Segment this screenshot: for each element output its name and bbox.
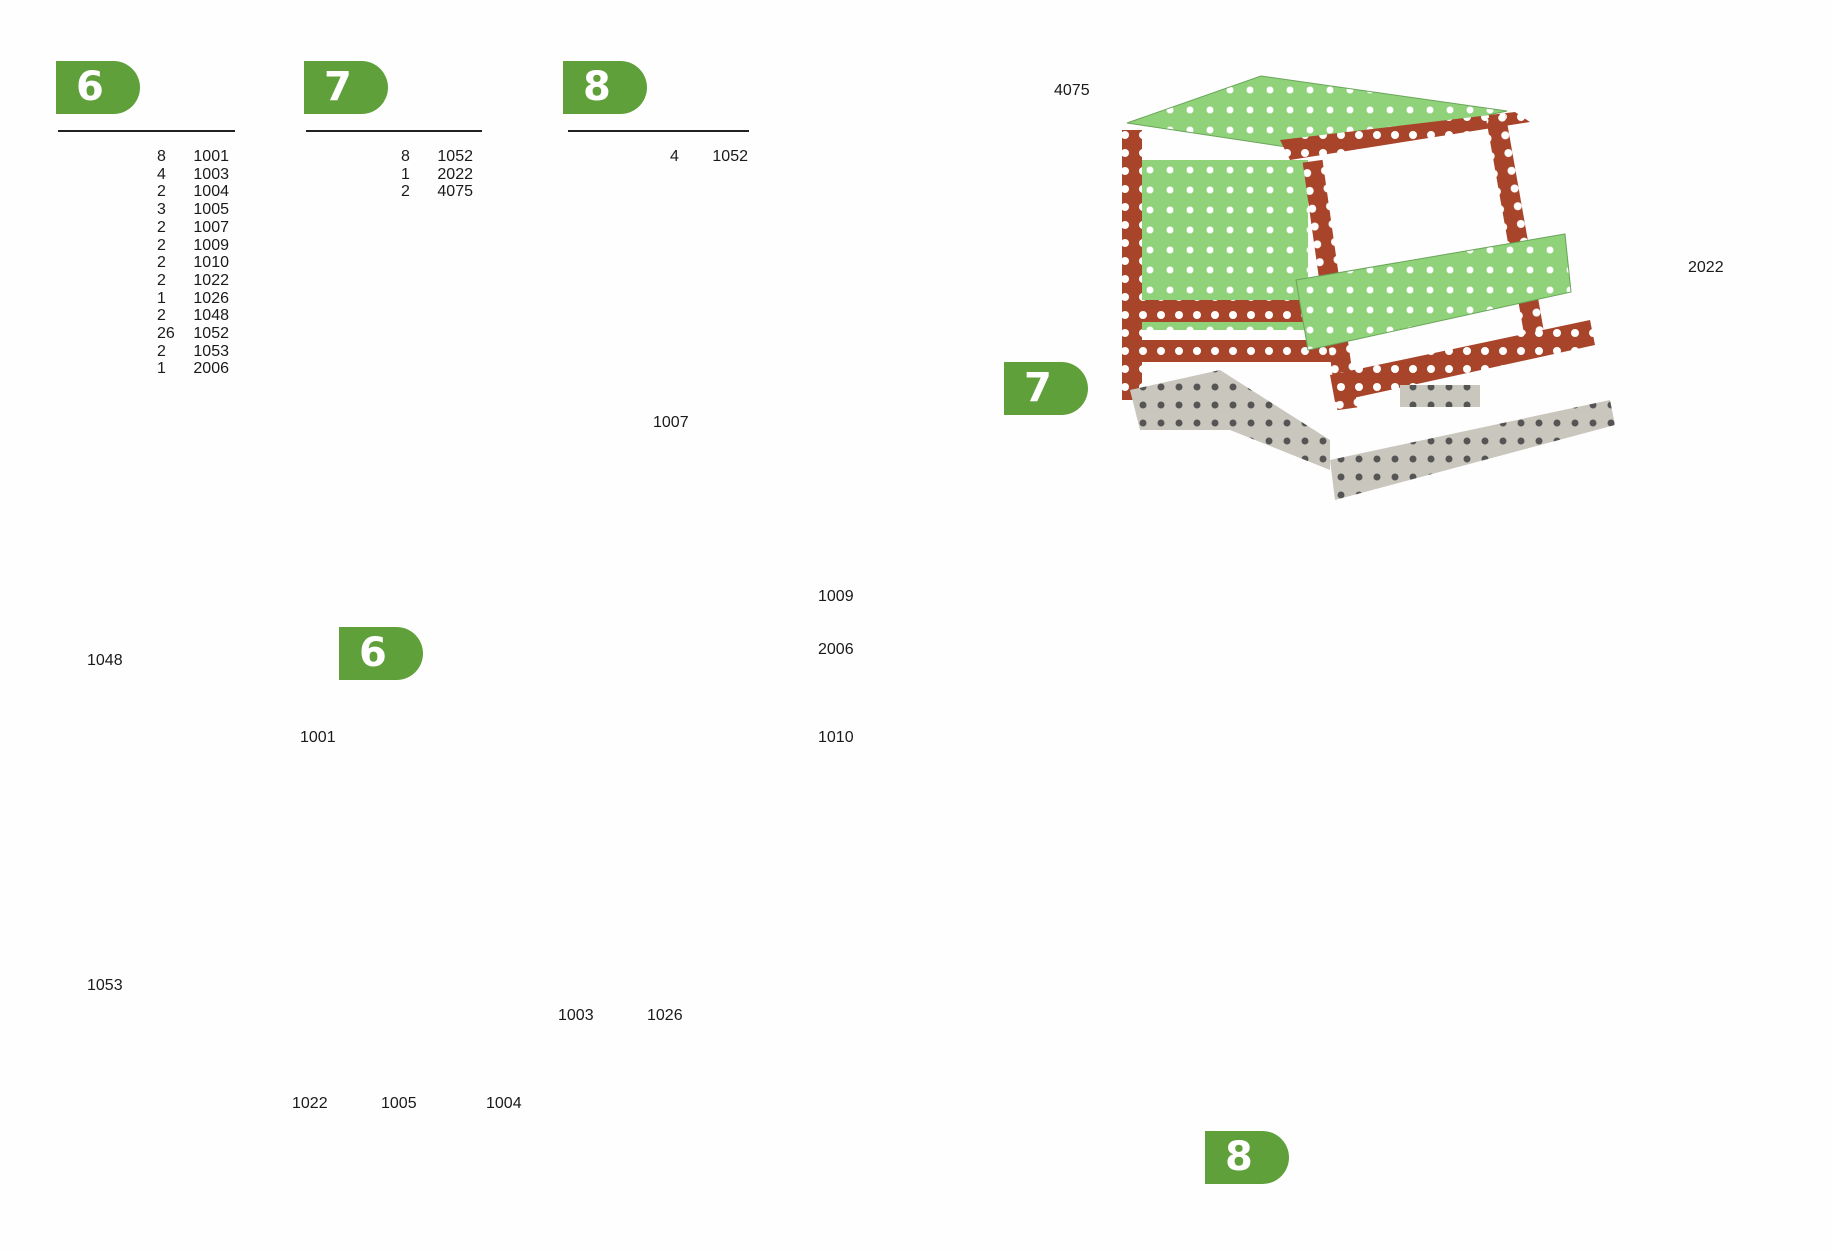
callout-2022: 2022 — [1688, 259, 1724, 276]
step-8-badge: 8 — [563, 61, 647, 114]
callout-1003: 1003 — [558, 1007, 594, 1024]
callout-1026: 1026 — [647, 1007, 683, 1024]
callout-4075: 4075 — [1054, 82, 1090, 99]
callout-1009: 1009 — [818, 588, 854, 605]
divider — [306, 130, 482, 132]
step-6-marker: 6 — [339, 627, 423, 680]
divider — [568, 130, 749, 132]
step-8-marker: 8 — [1205, 1131, 1289, 1184]
callout-1001: 1001 — [300, 729, 336, 746]
callout-1005: 1005 — [381, 1095, 417, 1112]
callout-1007: 1007 — [653, 414, 689, 431]
callout-1004: 1004 — [486, 1095, 522, 1112]
step-7-marker: 7 — [1004, 362, 1088, 415]
callout-1022: 1022 — [292, 1095, 328, 1112]
callout-2006: 2006 — [818, 641, 854, 658]
step-6-badge: 6 — [56, 61, 140, 114]
divider — [58, 130, 235, 132]
callout-1048: 1048 — [87, 652, 123, 669]
callout-1053: 1053 — [87, 977, 123, 994]
model-7-cab — [1122, 75, 1615, 500]
step-7-badge: 7 — [304, 61, 388, 114]
callout-1010: 1010 — [818, 729, 854, 746]
